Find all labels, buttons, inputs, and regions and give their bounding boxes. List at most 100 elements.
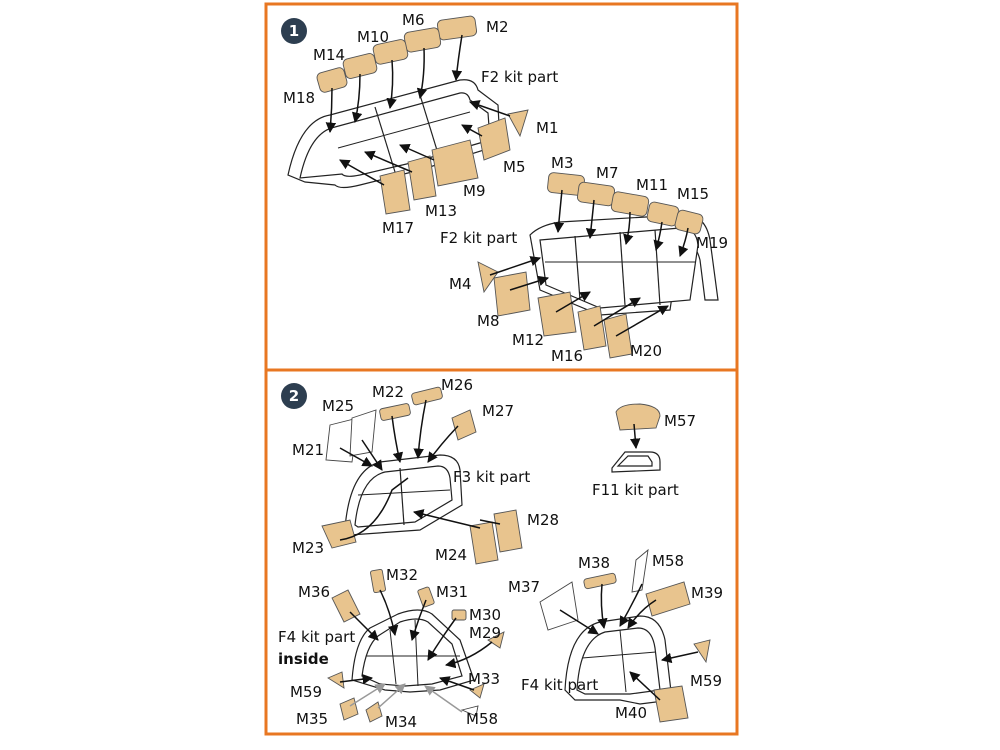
label-m27: M27 (482, 402, 514, 420)
label-m40: M40 (615, 704, 647, 722)
mask-m14 (342, 53, 378, 79)
label-m36: M36 (298, 583, 330, 601)
label-m24: M24 (435, 546, 467, 564)
mask-m40 (653, 685, 689, 723)
step-1-number: 1 (289, 22, 299, 40)
label-m26: M26 (441, 376, 473, 394)
masks-f3 (321, 386, 523, 565)
label-m7: M7 (596, 164, 619, 182)
mask-m31 (417, 586, 435, 608)
mask-m38 (583, 572, 617, 590)
label-m2: M2 (486, 18, 509, 36)
label-m32: M32 (386, 566, 418, 584)
label-m18: M18 (283, 89, 315, 107)
mask-m23 (321, 519, 357, 549)
label-m39: M39 (691, 584, 723, 602)
label-m1: M1 (536, 119, 559, 137)
step-1-panel: 1 (264, 2, 739, 372)
arrows-lower (489, 189, 689, 337)
arrows-upper (325, 34, 511, 186)
mask-m58-left (460, 705, 479, 717)
f4-right-frame (564, 615, 673, 705)
label-m19: M19 (696, 234, 728, 252)
mask-m30 (451, 609, 467, 621)
mask-m33 (469, 683, 485, 699)
mask-m59-right (693, 639, 711, 664)
label-m15: M15 (677, 185, 709, 203)
mask-m12 (537, 291, 577, 337)
label-m11: M11 (636, 176, 668, 194)
label-m16: M16 (551, 347, 583, 365)
mask-m1 (507, 109, 529, 138)
mask-m26 (411, 386, 443, 406)
mask-m59-left (327, 671, 345, 689)
label-m28: M28 (527, 511, 559, 529)
f4-left-frame (351, 609, 475, 693)
arrows-f4-right (559, 583, 699, 701)
label-m37: M37 (508, 578, 540, 596)
step-1-badge (281, 18, 307, 44)
step-2-number: 2 (289, 387, 299, 405)
label-m35: M35 (296, 710, 328, 728)
label-m29: M29 (469, 624, 501, 642)
mask-m20 (603, 313, 633, 359)
label-m57: M57 (664, 412, 696, 430)
label-m4: M4 (449, 275, 472, 293)
label-m58-left: M58 (466, 710, 498, 728)
step-1-labels: M2 M6 M10 M14 M18 F2 kit part M1 M5 M9 M… (283, 11, 728, 365)
masks-lower (477, 172, 704, 359)
label-m25: M25 (322, 397, 354, 415)
f3-frame (344, 454, 463, 536)
label-f4-left-inside: inside (278, 650, 329, 668)
mask-m37 (539, 581, 579, 631)
label-m14: M14 (313, 46, 345, 64)
label-f3: F3 kit part (453, 468, 530, 486)
mask-m22 (379, 403, 411, 421)
label-f4-right: F4 kit part (521, 676, 598, 694)
mask-m18 (316, 67, 348, 93)
masks-upper (316, 15, 529, 215)
label-f4-left: F4 kit part (278, 628, 355, 646)
mask-m27 (451, 409, 477, 441)
mask-m13 (407, 155, 437, 201)
label-m13: M13 (425, 202, 457, 220)
label-m30: M30 (469, 606, 501, 624)
step-2-panel: 2 (264, 368, 739, 736)
mask-m57 (615, 403, 661, 431)
mask-m39 (645, 581, 691, 617)
mask-m32 (370, 568, 386, 594)
label-f2-bottom: F2 kit part (440, 229, 517, 247)
mask-m5 (477, 117, 511, 161)
mask-m16 (577, 305, 607, 351)
label-m23: M23 (292, 539, 324, 557)
label-m21: M21 (292, 441, 324, 459)
label-m59-right: M59 (690, 672, 722, 690)
mask-m58-right (631, 548, 649, 593)
label-m17: M17 (382, 219, 414, 237)
mask-m4 (477, 261, 499, 294)
masks-f4-right (539, 548, 711, 723)
mask-m11 (610, 191, 650, 217)
label-m3: M3 (551, 154, 574, 172)
label-m58-right: M58 (652, 552, 684, 570)
label-m20: M20 (630, 342, 662, 360)
label-f2-top: F2 kit part (481, 68, 558, 86)
mask-m24 (469, 521, 499, 565)
label-m22: M22 (372, 383, 404, 401)
label-m8: M8 (477, 312, 500, 330)
mask-m8 (493, 271, 531, 317)
arrows-f3 (339, 399, 501, 541)
arrows-f4-left (339, 589, 493, 713)
label-m5: M5 (503, 158, 526, 176)
label-m33: M33 (468, 670, 500, 688)
label-m31: M31 (436, 583, 468, 601)
label-m59-left: M59 (290, 683, 322, 701)
label-m6: M6 (402, 11, 425, 29)
label-m12: M12 (512, 331, 544, 349)
label-m9: M9 (463, 182, 486, 200)
mask-m28 (493, 509, 523, 553)
step-2-labels: M25 M22 M26 M27 M21 F3 kit part M57 F11 … (278, 376, 723, 731)
mask-m29 (487, 631, 505, 649)
label-m10: M10 (357, 28, 389, 46)
